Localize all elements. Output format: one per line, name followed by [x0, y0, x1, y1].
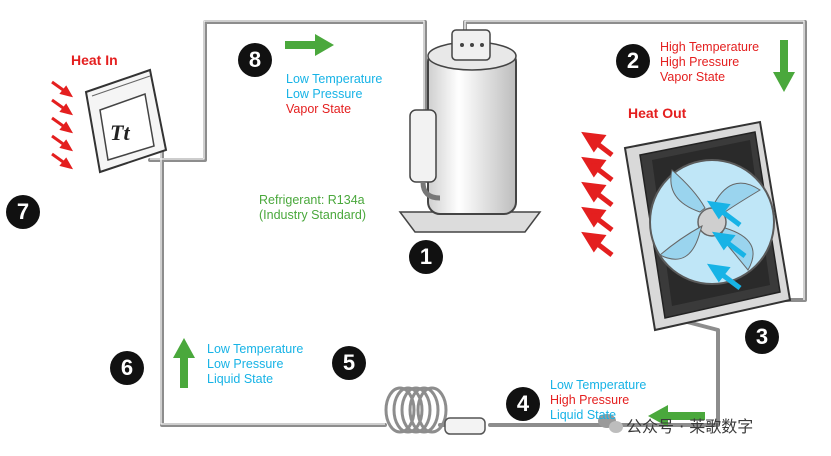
evaporator-cold-plate	[84, 68, 168, 174]
refrigerant-type: Refrigerant: R134a	[259, 193, 365, 207]
step-number-8: 8	[238, 43, 272, 77]
refrigerant-label: Refrigerant: R134a (Industry Standard)	[259, 193, 366, 223]
step2-state: Vapor State	[660, 70, 726, 84]
step5-temperature: Low Temperature	[207, 342, 304, 356]
step2-temperature: High Temperature	[660, 40, 760, 54]
step8-state: Vapor State	[286, 102, 352, 116]
flow-arrow-left-icon	[648, 405, 705, 427]
refrigerant-note: (Industry Standard)	[259, 208, 366, 222]
step8-label: Low Temperature Low Pressure Vapor State	[286, 72, 382, 117]
step5-label: Low Temperature Low Pressure Liquid Stat…	[207, 342, 303, 387]
flow-arrow-right-icon	[285, 34, 334, 56]
flow-arrow-down-icon	[773, 40, 795, 92]
wechat-icon	[598, 414, 623, 433]
airflow-arrows-icon	[706, 200, 747, 290]
step8-temperature: Low Temperature	[286, 72, 383, 86]
step-number-6: 6	[110, 351, 144, 385]
step-number-3: 3	[745, 320, 779, 354]
step2-label: High Temperature High Pressure Vapor Sta…	[660, 40, 759, 85]
step5-pressure: Low Pressure	[207, 357, 284, 371]
step-number-5: 5	[332, 346, 366, 380]
step-number-7: 7	[6, 195, 40, 229]
step-number-2: 2	[616, 44, 650, 78]
step2-pressure: High Pressure	[660, 55, 740, 69]
coil-icon	[384, 386, 448, 434]
step4-label: Low Temperature High Pressure Liquid Sta…	[550, 378, 646, 423]
heat-out-title: Heat Out	[628, 105, 687, 121]
evaporator-logo: Tt	[110, 120, 130, 145]
step4-state: Liquid State	[550, 408, 617, 422]
step-number-4: 4	[506, 387, 540, 421]
heat-in-arrows-icon	[51, 80, 74, 170]
heat-out-arrows-icon	[581, 131, 614, 257]
step4-temperature: Low Temperature	[550, 378, 647, 392]
step-number-1: 1	[409, 240, 443, 274]
heat-in-title: Heat In	[71, 52, 118, 68]
flow-arrow-up-icon	[173, 338, 195, 388]
watermark: 公众号 · 莱歌数字	[626, 417, 754, 436]
step4-pressure: High Pressure	[550, 393, 630, 407]
step5-state: Liquid State	[207, 372, 274, 386]
compressor-icon	[398, 29, 542, 233]
filter-drier	[444, 417, 486, 435]
step8-pressure: Low Pressure	[286, 87, 363, 101]
